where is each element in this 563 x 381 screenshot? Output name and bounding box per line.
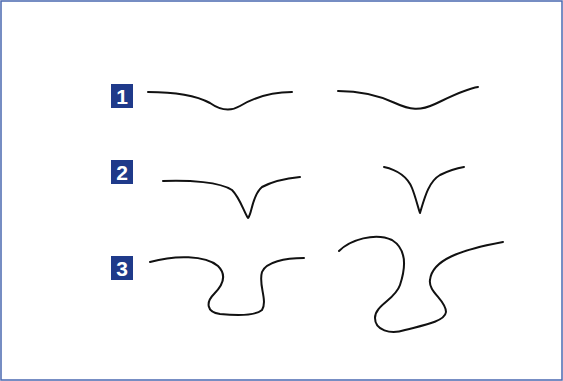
callout-number: 2 <box>111 160 133 184</box>
callout-number: 1 <box>111 84 133 108</box>
undercut-curve <box>150 257 304 315</box>
callout-number: 3 <box>111 256 133 280</box>
shallow-curve <box>148 92 292 110</box>
undercut-curve <box>339 237 503 332</box>
shallow-curve <box>338 87 478 109</box>
v-notch-curve <box>384 167 464 213</box>
v-notch-curve <box>163 177 300 218</box>
